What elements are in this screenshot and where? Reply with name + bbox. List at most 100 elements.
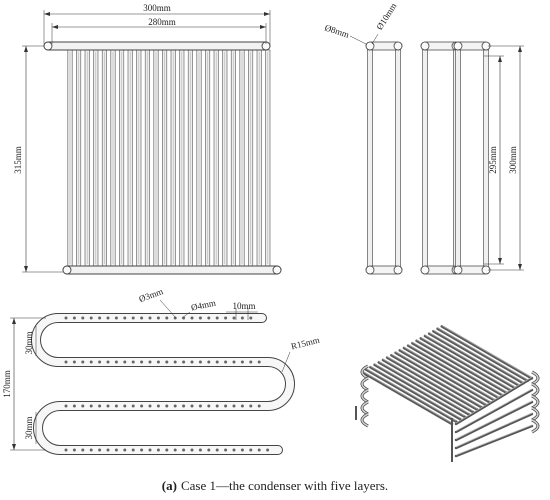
isometric-view <box>355 325 540 462</box>
serpentine-hole <box>148 360 152 364</box>
side-loop-array <box>365 41 491 275</box>
iso-tube-highlight <box>365 368 457 421</box>
serpentine-hole <box>123 404 127 408</box>
serpentine-hole <box>114 360 118 364</box>
serpentine-hole <box>156 404 160 408</box>
serpentine-hole <box>232 404 236 408</box>
dim-label-170: 170mm <box>2 370 12 398</box>
serpentine-hole <box>207 360 211 364</box>
dim-label-dia3: Ø3mm <box>138 286 165 304</box>
iso-tube <box>415 339 508 395</box>
serpentine-hole <box>165 360 169 364</box>
serpentine-hole <box>198 448 202 452</box>
side-tube <box>367 45 373 271</box>
serpentine-hole <box>81 448 85 452</box>
serpentine-hole <box>215 448 219 452</box>
serpentine-hole <box>257 360 261 364</box>
serpentine-hole <box>89 360 93 364</box>
serpentine-hole <box>182 360 186 364</box>
front-top-header-end-left <box>43 41 53 51</box>
serpentine-hole <box>98 316 102 320</box>
iso-tube-highlight <box>399 349 491 402</box>
serpentine-hole <box>207 316 211 320</box>
serpentine-hole <box>148 316 152 320</box>
iso-bend-left-inner <box>361 377 369 391</box>
serpentine-hole <box>165 448 169 452</box>
serpentine-hole <box>198 404 202 408</box>
iso-tube <box>394 351 487 407</box>
side-header-end <box>420 265 430 275</box>
serpentine-hole <box>173 316 177 320</box>
iso-tube <box>427 332 521 387</box>
serpentine-tube-inner <box>32 314 294 454</box>
iso-tube-highlight <box>424 334 516 388</box>
serpentine-hole <box>156 448 160 452</box>
serpentine-hole <box>64 404 68 408</box>
iso-tube-array <box>360 325 534 426</box>
serpentine-hole <box>266 448 270 452</box>
side-tube <box>395 45 401 271</box>
serpentine-hole <box>81 316 85 320</box>
leader-dia10 <box>371 33 379 45</box>
dim-label-30-top: 30mm <box>24 331 34 354</box>
serpentine-hole <box>207 448 211 452</box>
dim-label-30-bottom: 30mm <box>24 416 34 439</box>
iso-manifold-tube <box>454 388 534 434</box>
iso-tube <box>360 370 454 426</box>
iso-tube-highlight <box>370 365 461 419</box>
serpentine-hole <box>232 316 236 320</box>
serpentine-hole <box>81 404 85 408</box>
serpentine-hole <box>98 448 102 452</box>
iso-manifold-highlight <box>455 412 533 448</box>
front-bottom-header <box>62 265 282 275</box>
serpentine-hole <box>232 360 236 364</box>
serpentine-hole <box>240 316 244 320</box>
dim-label-radius: R15mm <box>290 335 321 352</box>
iso-tube-highlight <box>382 358 474 412</box>
serpentine-hole <box>215 316 219 320</box>
front-top-header <box>43 41 271 51</box>
dim-label-280: 280mm <box>148 17 176 27</box>
iso-bend-array <box>355 364 540 462</box>
serpentine-hole <box>106 316 110 320</box>
serpentine-hole <box>224 316 228 320</box>
iso-bend-right-inner <box>531 383 539 397</box>
iso-tube <box>423 334 517 390</box>
side-header-end <box>453 41 463 51</box>
serpentine-hole <box>190 448 194 452</box>
serpentine-hole <box>106 360 110 364</box>
serpentine-hole <box>249 448 253 452</box>
serpentine-hole <box>190 404 194 408</box>
serpentine-hole <box>224 404 228 408</box>
iso-tube <box>369 365 462 421</box>
iso-tube-highlight <box>437 327 528 381</box>
serpentine-hole <box>182 404 186 408</box>
iso-manifold-tube <box>454 412 534 450</box>
serpentine-hole <box>106 404 110 408</box>
front-view: 300mm 280mm 315mm <box>13 3 282 275</box>
front-bottom-header-end-right <box>272 265 282 275</box>
serpentine-hole <box>156 360 160 364</box>
serpentine-hole <box>249 404 253 408</box>
iso-tube-highlight <box>433 329 524 383</box>
serpentine-hole <box>72 448 76 452</box>
caption-text: Case 1—the condenser with five layers. <box>181 478 388 493</box>
iso-tube-highlight <box>416 339 507 393</box>
serpentine-hole <box>173 360 177 364</box>
iso-manifold-highlight <box>455 376 533 424</box>
serpentine-hole <box>249 360 253 364</box>
serpentine-hole <box>249 316 253 320</box>
side-view: Ø8mm Ø10mm 295mm 300mm <box>323 1 524 275</box>
dim-label-dia4: Ø4mm <box>190 298 217 313</box>
side-tube <box>422 45 428 271</box>
iso-tube-highlight <box>374 363 465 417</box>
serpentine-hole <box>131 316 135 320</box>
iso-manifold-tube <box>454 400 534 442</box>
iso-tube-highlight <box>403 346 495 400</box>
serpentine-hole <box>140 448 144 452</box>
serpentine-hole <box>182 448 186 452</box>
dim-label-315: 315mm <box>13 146 23 174</box>
iso-tube-highlight <box>378 361 470 414</box>
iso-tube <box>419 337 513 392</box>
